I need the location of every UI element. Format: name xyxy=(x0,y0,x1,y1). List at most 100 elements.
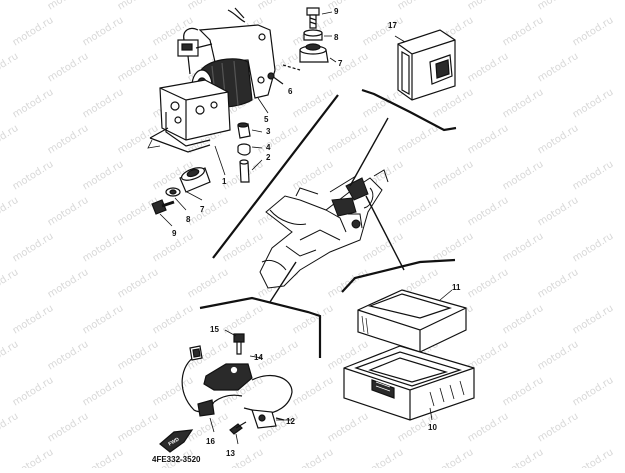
callout-11: 11 xyxy=(452,283,461,292)
watermark-text: motod.ru xyxy=(466,195,511,229)
watermark-text: motod.ru xyxy=(431,159,476,193)
sensor-bracket-14 xyxy=(203,363,253,391)
callout-8-bottom: 8 xyxy=(186,215,191,224)
callout-5: 5 xyxy=(264,115,269,124)
watermark-text: motod.ru xyxy=(11,375,56,409)
watermark-text: motod.ru xyxy=(396,0,441,13)
watermark-text: motod.ru xyxy=(81,159,126,193)
callout-9-bottom: 9 xyxy=(172,229,177,238)
watermark-text: motod.ru xyxy=(501,231,546,265)
callout-labels: 1 2 3 4 5 6 7 7 8 8 9 9 10 11 12 13 14 1… xyxy=(152,7,461,464)
watermark-text: motod.ru xyxy=(116,267,161,301)
watermark-text: motod.ru xyxy=(501,303,546,337)
watermark-text: motod.ru xyxy=(11,231,56,265)
callout-2: 2 xyxy=(266,153,271,162)
watermark-text: motod.ru xyxy=(396,195,441,229)
watermark-text: motod.ru xyxy=(501,159,546,193)
callout-16: 16 xyxy=(206,437,215,446)
watermark-text: motod.ru xyxy=(501,15,546,49)
watermark-text: motod.ru xyxy=(0,51,20,85)
watermark-text: motod.ru xyxy=(571,159,616,193)
watermark-text: motod.ru xyxy=(116,0,161,13)
watermark-text: motod.ru xyxy=(0,0,20,13)
watermark-text: motod.ru xyxy=(501,447,546,468)
watermark-text: motod.ru xyxy=(221,231,266,265)
watermark-text: motod.ru xyxy=(536,51,581,85)
collar-right xyxy=(303,29,323,41)
watermark-text: motod.ru xyxy=(81,375,126,409)
watermark-text: motod.ru xyxy=(571,447,616,468)
watermark-text: motod.ru xyxy=(291,87,336,121)
callout-6: 6 xyxy=(288,87,293,96)
callout-1: 1 xyxy=(222,177,227,186)
watermark-text: motod.ru xyxy=(46,0,91,13)
watermark-text: motod.ru xyxy=(431,447,476,468)
watermark-text: motod.ru xyxy=(116,195,161,229)
callout-7-bottom: 7 xyxy=(200,205,205,214)
watermark-text: motod.ru xyxy=(46,51,91,85)
watermark-text: motod.ru xyxy=(11,447,56,468)
watermark-text: motod.ru xyxy=(536,195,581,229)
bracket-part-5 xyxy=(198,24,276,99)
watermark-text: motod.ru xyxy=(291,375,336,409)
watermark-text: motod.ru xyxy=(466,0,511,13)
callout-8-top: 8 xyxy=(334,33,339,42)
watermark-text: motod.ru xyxy=(11,159,56,193)
watermark-text: motod.ru xyxy=(501,87,546,121)
watermark-text: motod.ru xyxy=(571,375,616,409)
fwd-arrow-icon xyxy=(159,429,194,453)
watermark-text: motod.ru xyxy=(116,411,161,445)
wheel-sensor-assembly xyxy=(159,329,293,453)
watermark-text: motod.ru xyxy=(326,51,371,85)
watermark-text: motod.ru xyxy=(571,15,616,49)
watermark-text: motod.ru xyxy=(186,267,231,301)
watermark-text: motod.ru xyxy=(361,447,406,468)
watermark-text: motod.ru xyxy=(536,339,581,373)
watermark-text: motod.ru xyxy=(11,87,56,121)
watermark-text: motod.ru xyxy=(466,51,511,85)
hydraulic-unit-assembly xyxy=(147,7,337,227)
bolt-left xyxy=(151,199,175,215)
motorcycle-frame xyxy=(259,117,405,303)
watermark-text: motod.ru xyxy=(46,411,91,445)
watermark-text: motod.ru xyxy=(571,231,616,265)
watermark-text: motod.ru xyxy=(116,339,161,373)
collar-left xyxy=(165,187,181,197)
watermark-text: motod.ru xyxy=(46,267,91,301)
watermark-text: motod.ru xyxy=(81,303,126,337)
watermark-text: motod.ru xyxy=(11,303,56,337)
watermark-text: motod.ru xyxy=(501,375,546,409)
watermark-text: motod.ru xyxy=(291,303,336,337)
watermark-text: motod.ru xyxy=(116,51,161,85)
watermark-text: motod.ru xyxy=(186,195,231,229)
bolt-part-15 xyxy=(233,333,245,355)
watermark-text: motod.ru xyxy=(571,303,616,337)
diagram-code: 4FE332-3520 xyxy=(152,455,201,464)
watermark-text: motod.ru xyxy=(536,267,581,301)
fwd-label: FWD xyxy=(168,436,181,447)
callout-12: 12 xyxy=(286,417,295,426)
watermark-text: motod.ru xyxy=(256,0,301,13)
watermark-text: motod.ru xyxy=(81,447,126,468)
callout-9-top: 9 xyxy=(334,7,339,16)
watermark-text: motod.ru xyxy=(0,339,20,373)
relay-box-base-10 xyxy=(343,345,475,421)
bolt-right xyxy=(306,7,320,29)
small-parts-2-3-4 xyxy=(237,122,251,183)
watermark-text: motod.ru xyxy=(11,15,56,49)
callout-7-top: 7 xyxy=(338,59,343,68)
watermark-text: motod.ru xyxy=(0,123,20,157)
watermark-text: motod.ru xyxy=(536,411,581,445)
callout-4: 4 xyxy=(266,143,271,152)
callout-13: 13 xyxy=(226,449,235,458)
section-dividers xyxy=(199,88,457,358)
hydraulic-block xyxy=(159,79,231,141)
callout-3: 3 xyxy=(266,127,271,136)
watermark-text: motod.ru xyxy=(571,87,616,121)
ecu-17 xyxy=(394,29,456,101)
watermark-text: motod.ru xyxy=(81,231,126,265)
watermark-text: motod.ru xyxy=(46,195,91,229)
watermark-text: motod.ru xyxy=(466,123,511,157)
watermark-text: motod.ru xyxy=(466,411,511,445)
